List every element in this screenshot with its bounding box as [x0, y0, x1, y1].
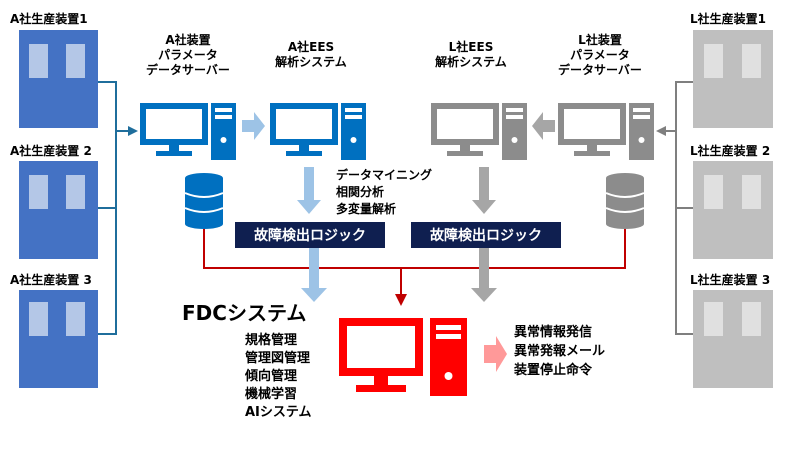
analysis-method: 多変量解析 [336, 201, 396, 216]
a-server-computer-icon [140, 103, 236, 160]
fdc-functions-list: 規格管理 管理図管理 傾向管理 機械学習 AIシステム [244, 332, 312, 420]
l-device-2-label: L社生産装置 2 [690, 143, 770, 158]
svg-text:A社装置: A社装置 [165, 32, 210, 47]
l-device-1-label: L社生産装置1 [690, 11, 766, 26]
red-collector-line [203, 228, 626, 296]
a-device-3 [19, 290, 98, 388]
svg-text:データサーバー: データサーバー [146, 62, 230, 77]
analysis-methods-list: データマイニング 相関分析 多変量解析 [336, 167, 432, 216]
fdc-output-arrow [484, 336, 507, 372]
svg-text:解析システム: 解析システム [275, 54, 347, 69]
red-down-arrow-head [395, 294, 407, 306]
l-database-icon [605, 173, 645, 229]
fdc-output: 異常発報メール [514, 343, 605, 359]
svg-text:パラメータ: パラメータ [158, 48, 218, 62]
fdc-function: 傾向管理 [244, 368, 297, 384]
analysis-method: 相関分析 [336, 184, 384, 199]
fdc-function: 規格管理 [245, 332, 297, 348]
l-server-to-ees-arrow [532, 112, 555, 140]
l-device-3-label: L社生産装置 3 [690, 272, 770, 287]
fdc-output: 装置停止命令 [513, 362, 593, 378]
fdc-function: 機械学習 [245, 386, 297, 402]
svg-text:A社EES: A社EES [288, 39, 334, 54]
a-device-1-label: A社生産装置1 [10, 11, 88, 26]
a-connector-arrow [116, 126, 138, 136]
fdc-outputs-list: 異常情報発信 異常発報メール 装置停止命令 [513, 324, 605, 378]
l-connector-arrow [656, 126, 676, 136]
svg-text:パラメータ: パラメータ [570, 48, 630, 62]
a-device-1 [19, 30, 98, 128]
l-ees-down-arrow [472, 167, 496, 214]
l-logic-to-fdc-arrow [471, 248, 497, 302]
a-server-label: A社装置 パラメータ データサーバー [146, 32, 230, 77]
svg-text:L社装置: L社装置 [578, 32, 622, 47]
fdc-computer-icon [339, 318, 467, 396]
a-server-to-ees-arrow [242, 112, 265, 140]
fdc-function: AIシステム [245, 405, 312, 420]
fdc-output: 異常情報発信 [514, 324, 592, 340]
l-ees-label: L社EES 解析システム [435, 39, 507, 69]
l-device-1 [693, 30, 773, 128]
l-device-2 [693, 161, 773, 259]
a-device-2-label: A社生産装置 2 [10, 143, 92, 158]
a-logic-to-fdc-arrow [301, 248, 327, 302]
a-device-3-label: A社生産装置 3 [10, 272, 92, 287]
a-device-connector [98, 81, 117, 335]
a-device-2 [19, 161, 98, 259]
l-device-connector [675, 81, 693, 335]
svg-text:データサーバー: データサーバー [558, 62, 642, 77]
a-ees-computer-icon [270, 103, 366, 160]
logic-box-a-label: 故障検出ロジック [254, 227, 366, 244]
a-ees-down-arrow [297, 167, 321, 214]
analysis-method: データマイニング [336, 167, 432, 182]
a-database-icon [184, 173, 224, 229]
logic-box-a [235, 222, 385, 248]
logic-box-l [411, 222, 561, 248]
logic-box-l-label: 故障検出ロジック [430, 227, 542, 244]
l-ees-computer-icon [431, 103, 527, 160]
svg-text:解析システム: 解析システム [435, 54, 507, 69]
svg-text:L社EES: L社EES [449, 39, 494, 54]
fdc-system-title: FDCシステム [182, 301, 306, 325]
a-ees-label: A社EES 解析システム [275, 39, 347, 69]
l-device-3 [693, 290, 773, 388]
l-server-computer-icon [558, 103, 654, 160]
fdc-function: 管理図管理 [245, 350, 310, 366]
l-server-label: L社装置 パラメータ データサーバー [558, 32, 642, 77]
